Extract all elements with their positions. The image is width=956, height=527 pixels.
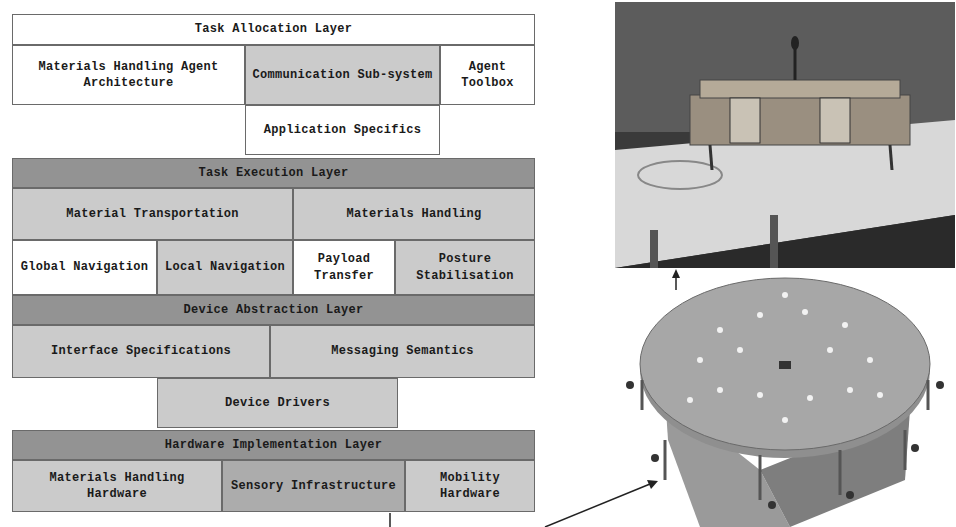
box-label: Materials Handling Hardware (17, 470, 217, 502)
component-box: Local Navigation (157, 240, 293, 295)
box-label: Sensory Infrastructure (231, 478, 396, 494)
box-label: Local Navigation (165, 259, 285, 275)
component-box: Mobility Hardware (405, 460, 535, 512)
component-box: Material Transportation (12, 188, 293, 240)
box-label: Payload Transfer (298, 251, 390, 283)
component-box: Agent Toolbox (440, 45, 535, 105)
component-box: Posture Stabilisation (395, 240, 535, 295)
component-box: Materials Handling Hardware (12, 460, 222, 512)
box-label: Posture Stabilisation (400, 251, 530, 283)
box-label: Task Execution Layer (198, 165, 348, 181)
box-label: Task Allocation Layer (195, 21, 353, 37)
box-label: Communication Sub-system (252, 67, 432, 83)
layer-band: Task Allocation Layer (12, 14, 535, 45)
component-box: Payload Transfer (293, 240, 395, 295)
layer-band: Task Execution Layer (12, 158, 535, 188)
photo (615, 2, 955, 268)
box-label: Materials Handling (346, 206, 481, 222)
component-box: Materials Handling (293, 188, 535, 240)
box-label: Device Abstraction Layer (183, 302, 363, 318)
box-label: Mobility Hardware (410, 470, 530, 502)
box-label: Hardware Implementation Layer (165, 437, 383, 453)
box-label: Messaging Semantics (331, 343, 474, 359)
component-box: Communication Sub-system (245, 45, 440, 105)
box-label: Interface Specifications (51, 343, 231, 359)
component-box: Messaging Semantics (270, 325, 535, 378)
component-box: Global Navigation (12, 240, 157, 295)
component-box: Interface Specifications (12, 325, 270, 378)
component-box: Application Specifics (245, 105, 440, 155)
component-box: Materials Handling Agent Architecture (12, 45, 245, 105)
box-label: Materials Handling Agent Architecture (17, 59, 240, 91)
box-label: Material Transportation (66, 206, 239, 222)
component-box: Device Drivers (157, 378, 398, 428)
layer-band: Device Abstraction Layer (12, 295, 535, 325)
box-label: Device Drivers (225, 395, 330, 411)
box-label: Global Navigation (21, 259, 149, 275)
box-label: Application Specifics (264, 122, 422, 138)
component-box: Sensory Infrastructure (222, 460, 405, 512)
layer-band: Hardware Implementation Layer (12, 430, 535, 460)
box-label: Agent Toolbox (445, 59, 530, 91)
